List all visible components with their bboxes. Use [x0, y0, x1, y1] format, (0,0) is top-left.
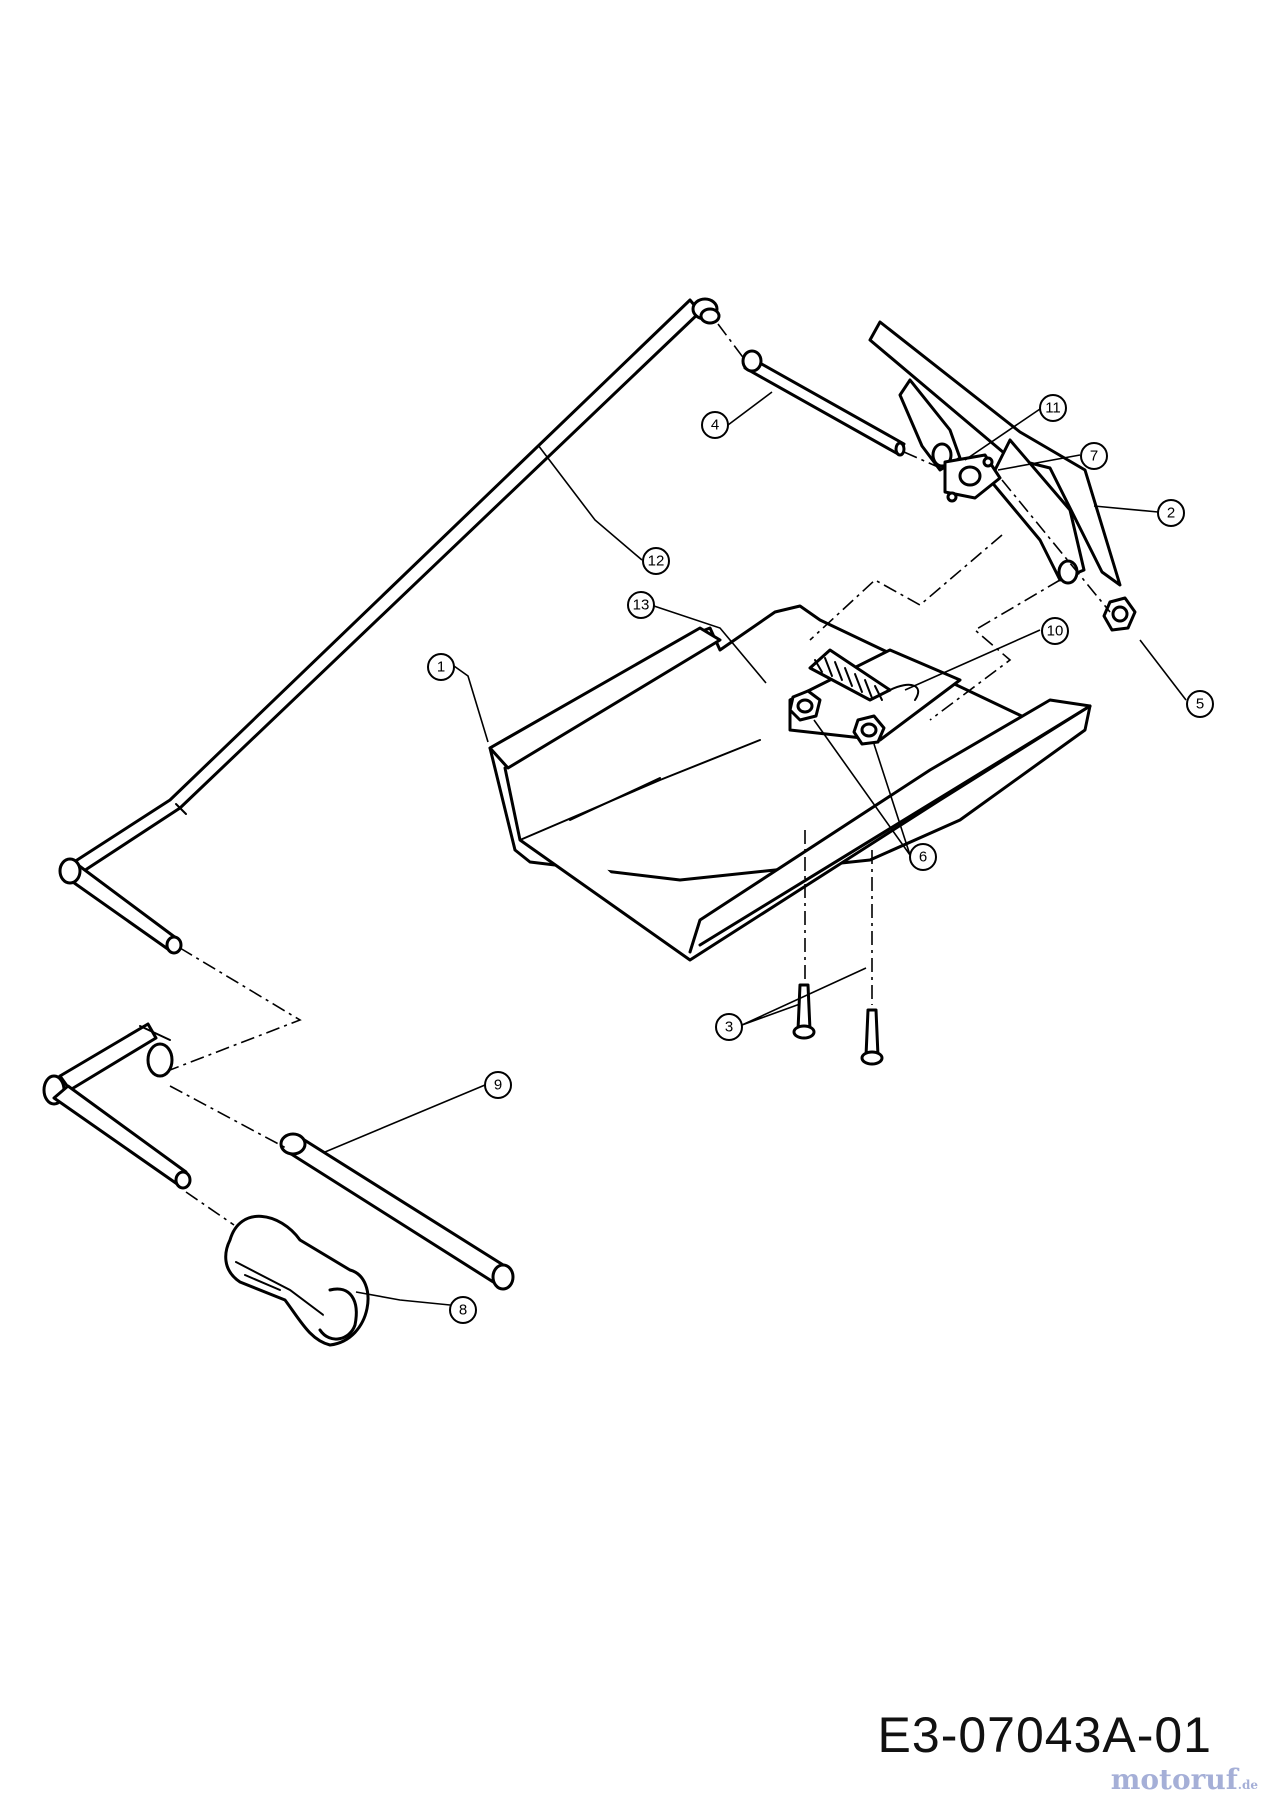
platform: [488, 604, 1092, 962]
callout-label: 13: [633, 597, 650, 614]
callout-8: 8: [449, 1296, 477, 1324]
platform-nuts: [788, 689, 886, 746]
plate: [943, 453, 1002, 503]
callout-12: 12: [642, 547, 670, 575]
callout-label: 11: [1045, 400, 1061, 417]
callout-label: 7: [1090, 448, 1098, 465]
callout-label: 6: [919, 849, 927, 866]
callout-label: 12: [648, 553, 665, 570]
tube: [279, 1132, 515, 1291]
callout-5: 5: [1186, 690, 1214, 718]
callout-11: 11: [1039, 394, 1067, 422]
callout-10: 10: [1041, 617, 1069, 645]
callout-1: 1: [427, 653, 455, 681]
callout-label: 9: [494, 1077, 502, 1094]
callout-9: 9: [484, 1071, 512, 1099]
callout-label: 2: [1167, 505, 1175, 522]
callout-13: 13: [627, 591, 655, 619]
callout-6: 6: [909, 843, 937, 871]
grip: [224, 1214, 370, 1347]
callout-label: 10: [1047, 623, 1064, 640]
callout-label: 5: [1196, 696, 1204, 713]
callout-2: 2: [1157, 499, 1185, 527]
assembly-lines: [169, 323, 1111, 1226]
lift-rod: [58, 297, 721, 955]
leader-lines: [324, 391, 1187, 1306]
callout-3: 3: [715, 1013, 743, 1041]
callout-label: 8: [459, 1302, 467, 1319]
nut: [1102, 596, 1137, 632]
watermark-logo: motoruf.de: [1111, 1763, 1258, 1796]
callout-label: 3: [725, 1019, 733, 1036]
callout-label: 4: [711, 417, 719, 434]
bolt: [741, 349, 906, 457]
callout-7: 7: [1080, 442, 1108, 470]
drawing-number: E3-07043A-01: [877, 1707, 1212, 1763]
watermark-suffix: .de: [1237, 1778, 1258, 1792]
hand-rod: [42, 1022, 192, 1190]
screws: [792, 983, 884, 1066]
callout-label: 1: [437, 659, 445, 676]
callout-4: 4: [701, 411, 729, 439]
watermark-text: motoruf: [1110, 1763, 1238, 1796]
